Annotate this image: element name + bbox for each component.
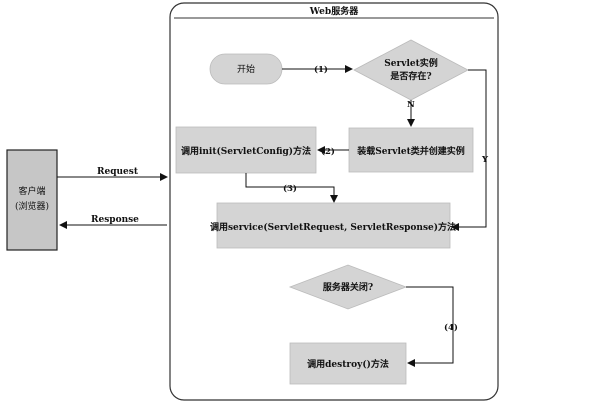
server-closed-label: 服务器关闭?: [323, 281, 373, 293]
servlet-exists-label-1: Servlet实例: [384, 57, 438, 69]
call-service-label: 调用service(ServletRequest, ServletRespons…: [210, 221, 456, 233]
servlet-exists-label-2: 是否存在?: [389, 70, 431, 82]
load-servlet-box: [348, 127, 474, 173]
edge-1-label: (1): [314, 64, 328, 75]
call-init-label: 调用init(ServletConfig)方法: [181, 145, 311, 157]
client-label: 客户端: [18, 185, 45, 197]
edge-3-label: (3): [283, 183, 297, 194]
edge-4: [406, 286, 454, 367]
edge-2-label: (2): [321, 146, 335, 157]
call-init-box: [175, 126, 317, 174]
call-destroy-box: [289, 342, 407, 385]
edge-yes-label: Y: [481, 155, 489, 165]
start-label: 开始: [237, 63, 255, 75]
edge-3: [245, 173, 338, 203]
client-sublabel: (浏览器): [15, 200, 49, 212]
edge-4-label: (4): [444, 322, 458, 333]
edge-no-label: N: [407, 100, 415, 110]
web-server-title: Web服务器: [309, 5, 359, 17]
call-service-box: [216, 202, 451, 249]
edge-yes: [451, 69, 487, 231]
request-label: Request: [97, 167, 139, 177]
response-label: Response: [91, 215, 139, 225]
call-destroy-label: 调用destroy()方法: [307, 358, 389, 370]
client-browser-box: [6, 149, 58, 251]
load-servlet-label: 装载Servlet类并创建实例: [356, 145, 465, 157]
